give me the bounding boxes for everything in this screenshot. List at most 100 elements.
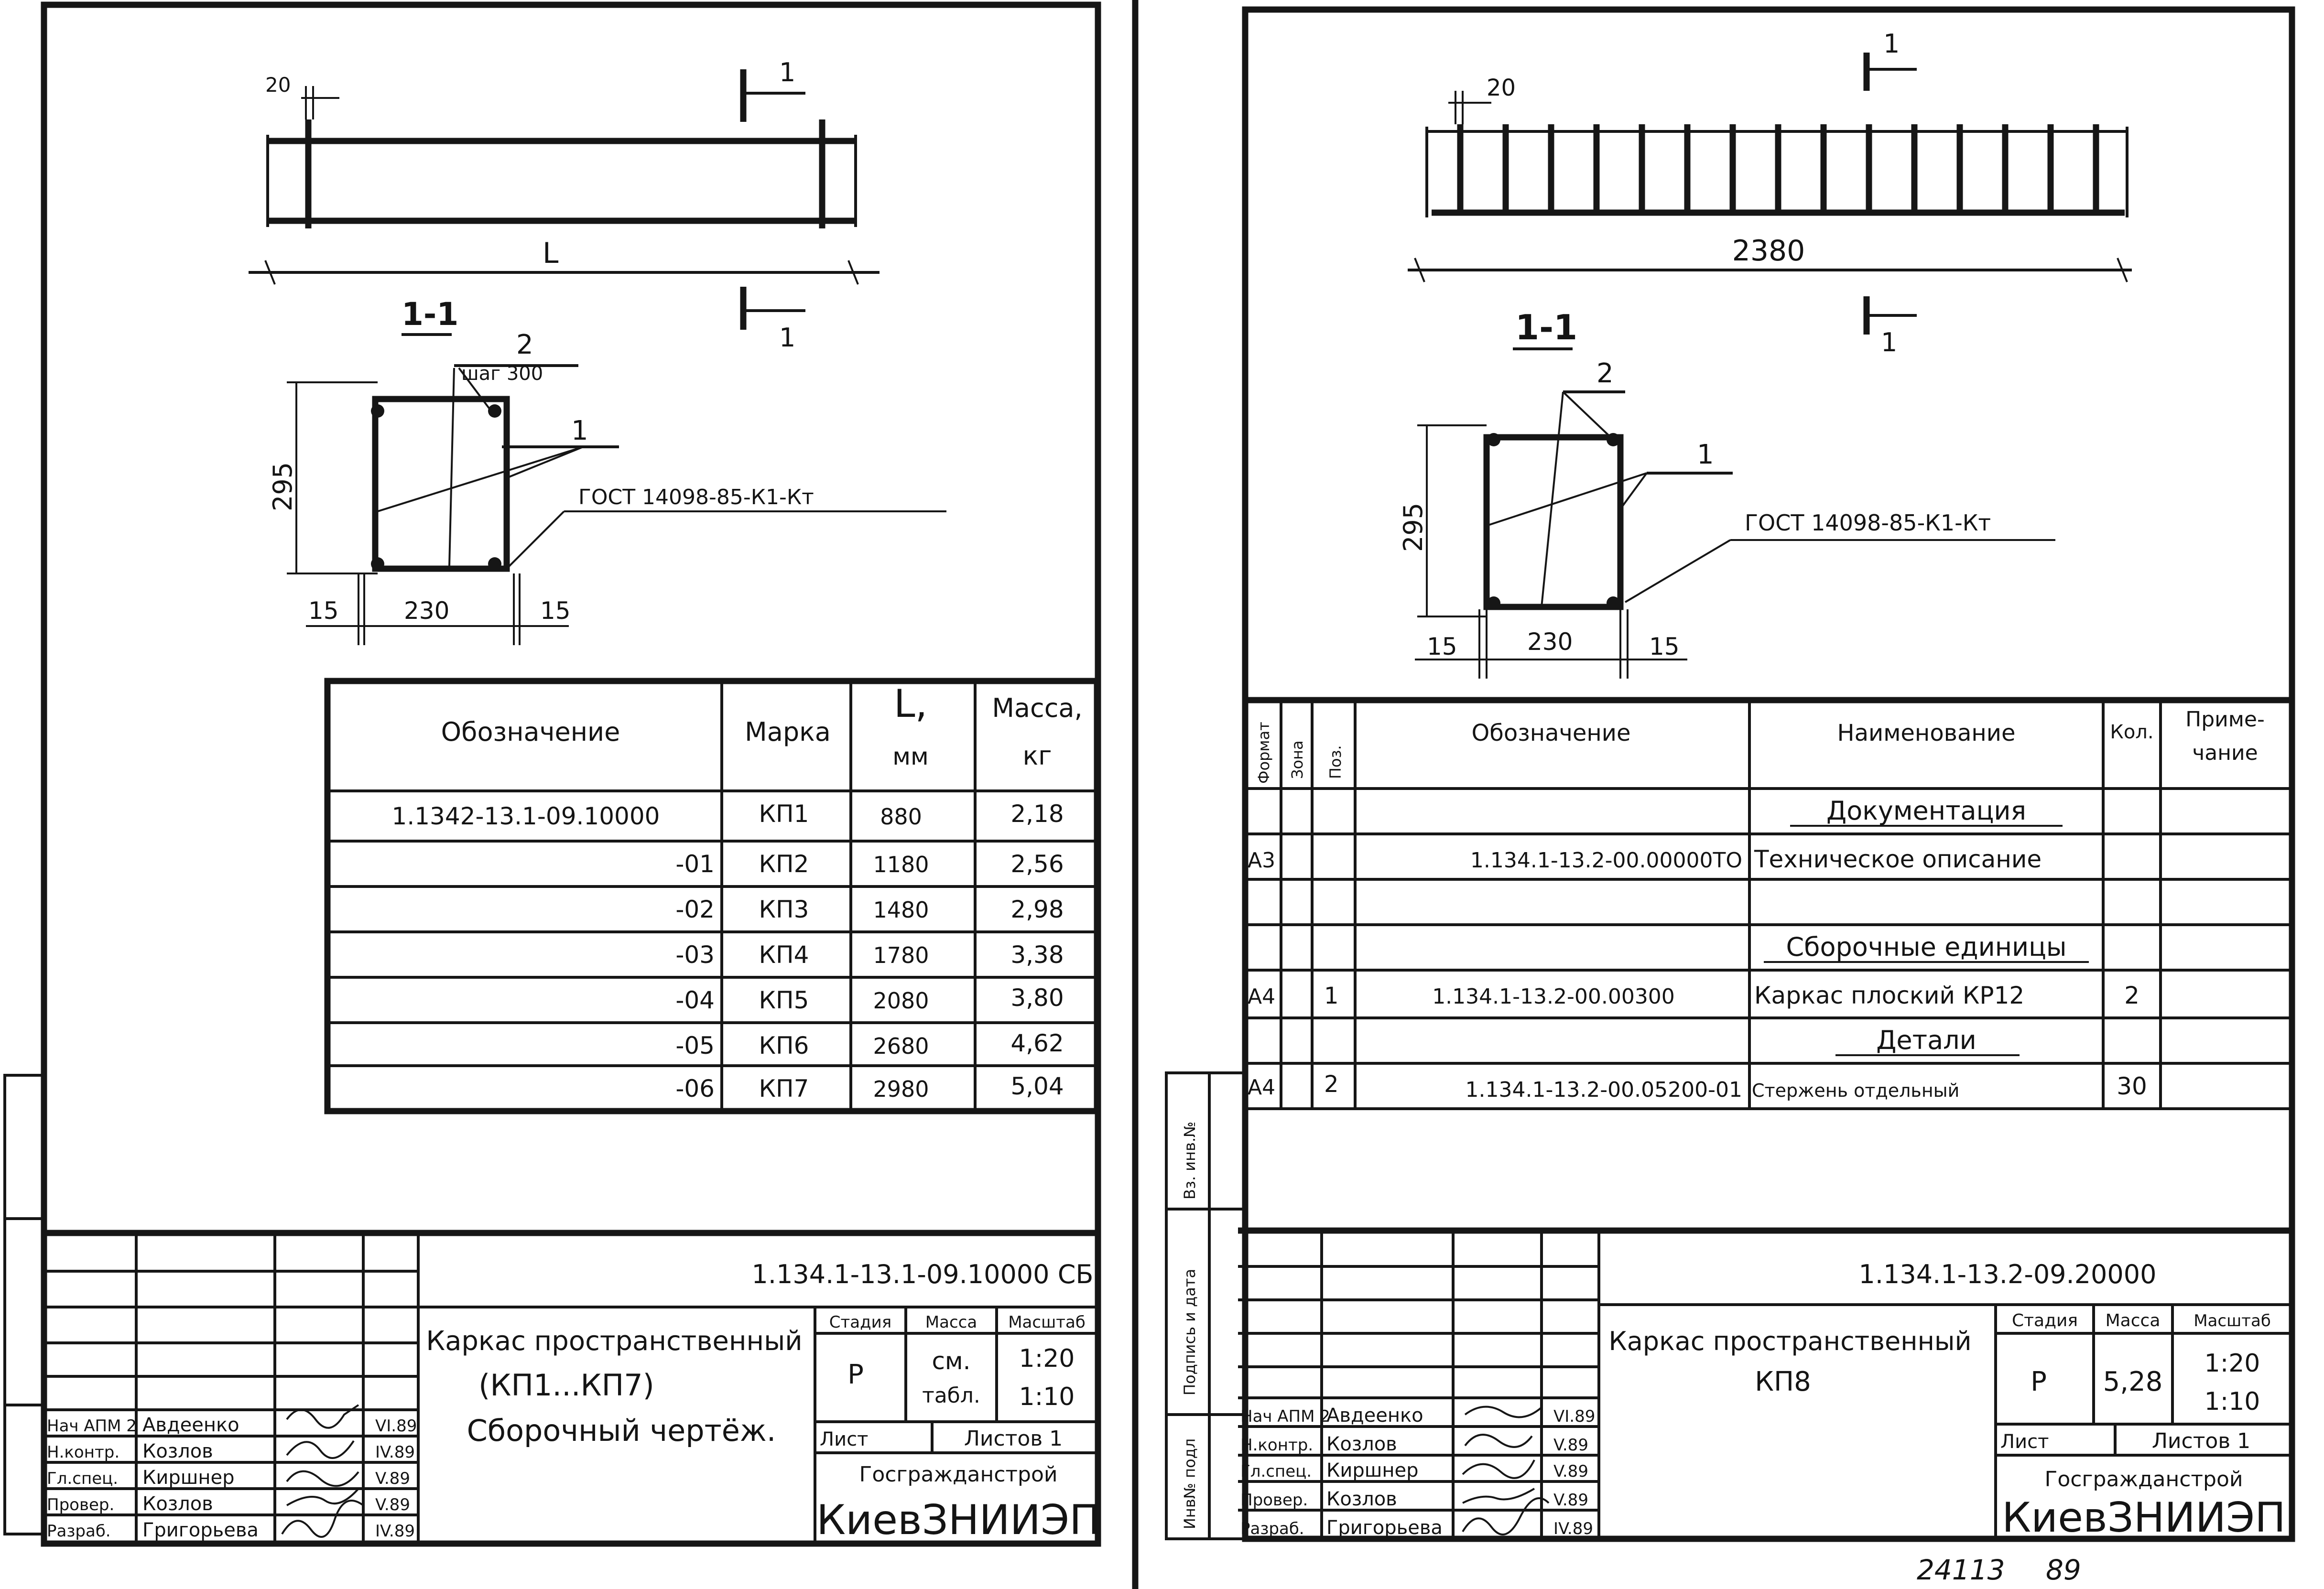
svg-text:Гл.спец.: Гл.спец. — [47, 1469, 118, 1488]
right-sheets-label: Листов 1 — [2152, 1429, 2250, 1453]
svg-text:А4: А4 — [1248, 1075, 1275, 1100]
svg-text:2,98: 2,98 — [1010, 896, 1064, 923]
svg-text:Документация: Документация — [1826, 796, 2026, 826]
left-side-r-dim: 15 — [540, 597, 571, 625]
footer-page-number: 89 — [2046, 1554, 2081, 1586]
right-pos2-label: 2 — [1596, 358, 1614, 389]
svg-text:Авдеенко: Авдеенко — [142, 1414, 239, 1436]
right-doc-title-2: КП8 — [1755, 1366, 1811, 1397]
left-section-mark-top: 1 — [779, 57, 795, 87]
svg-text:Григорьева: Григорьева — [142, 1519, 259, 1541]
right-side-strip — [1165, 1071, 1247, 1540]
right-spec-header-qty: Кол. — [2110, 721, 2153, 743]
right-side-inv-sub: Вз. инв.№ — [1181, 1122, 1199, 1200]
right-width-dim: 230 — [1527, 628, 1573, 656]
svg-text:5,04: 5,04 — [1010, 1072, 1064, 1100]
table-row: Н.контр. Козлов IV.89 — [47, 1440, 415, 1462]
svg-text:Нач АПМ 2: Нач АПМ 2 — [47, 1416, 137, 1436]
table-row: Н.контр. Козлов V.89 — [1240, 1433, 1588, 1455]
right-spec-header-note-2: чание — [2192, 741, 2258, 765]
right-side-inv-orig: Инв№ подл — [1181, 1438, 1199, 1529]
svg-text:-01: -01 — [675, 850, 715, 878]
svg-text:IV.89: IV.89 — [1553, 1519, 1593, 1538]
right-scale-value-1: 1:20 — [2205, 1349, 2260, 1378]
svg-text:1.1342-13.1-09.10000: 1.1342-13.1-09.10000 — [392, 802, 660, 830]
svg-text:КП3: КП3 — [759, 896, 809, 923]
table-row: Провер. Козлов V.89 — [1240, 1488, 1588, 1510]
svg-text:КП5: КП5 — [759, 986, 809, 1014]
svg-text:Детали: Детали — [1876, 1025, 1976, 1055]
table-row: Нач АПМ 2 Авдеенко VI.89 — [1240, 1405, 1595, 1427]
table-row: Документация — [1790, 796, 2063, 827]
svg-text:Разраб.: Разраб. — [1240, 1519, 1304, 1538]
table-row: А4 2 1.134.1-13.2-00.05200-01 Стержень о… — [1248, 1071, 2147, 1102]
svg-text:30: 30 — [2117, 1072, 2147, 1100]
right-side-sign-date: Подпись и дата — [1181, 1269, 1199, 1395]
svg-text:1180: 1180 — [873, 852, 929, 877]
svg-text:Козлов: Козлов — [1326, 1488, 1397, 1510]
left-doc-title-3: Сборочный чертёж. — [467, 1413, 776, 1448]
left-pos1-label: 1 — [571, 415, 588, 446]
right-spec-table: Формат Зона Поз. Обозначение Наименовани… — [1245, 697, 2292, 1110]
svg-text:Разраб.: Разраб. — [47, 1522, 111, 1541]
left-sheet-label: Лист — [820, 1428, 868, 1450]
svg-text:КП6: КП6 — [759, 1032, 809, 1059]
svg-text:1: 1 — [1324, 983, 1339, 1009]
svg-text:V.89: V.89 — [1553, 1436, 1588, 1455]
table-row: Гл.спец. Киршнер V.89 — [1240, 1459, 1588, 1481]
right-col-scale: Масштаб — [2194, 1311, 2271, 1330]
right-pos1-label: 1 — [1697, 439, 1714, 470]
svg-text:КП2: КП2 — [759, 850, 809, 878]
left-doc-title-2: (КП1...КП7) — [478, 1368, 654, 1403]
left-section-title: 1-1 — [402, 296, 458, 333]
left-org-institute: КиевЗНИИЭП — [816, 1496, 1100, 1544]
svg-text:2080: 2080 — [873, 988, 929, 1014]
svg-text:Авдеенко: Авдеенко — [1326, 1405, 1423, 1427]
svg-text:-03: -03 — [675, 941, 715, 969]
table-row: А4 1 1.134.1-13.2-00.00300 Каркас плоски… — [1248, 982, 2139, 1009]
left-doc-title-1: Каркас пространственный — [426, 1326, 802, 1357]
left-scale-value-2: 1:10 — [1019, 1383, 1075, 1411]
right-spec-header-format: Формат — [1255, 722, 1273, 784]
table-row: Гл.спец. Киршнер V.89 — [47, 1467, 410, 1489]
right-gost-label: ГОСТ 14098-85-К1-Кт — [1745, 510, 1991, 536]
svg-text:КП4: КП4 — [759, 941, 809, 969]
svg-text:1780: 1780 — [873, 942, 929, 968]
left-pos2-label: 2 — [516, 329, 533, 360]
left-step-label: шаг 300 — [461, 363, 543, 385]
svg-text:-05: -05 — [675, 1032, 715, 1059]
table-row: Разраб. Григорьева IV.89 — [1240, 1517, 1593, 1539]
svg-text:Козлов: Козлов — [1326, 1433, 1397, 1455]
left-section-mark-bottom: 1 — [779, 323, 795, 353]
right-section-mark-bottom: 1 — [1881, 327, 1897, 357]
right-col-mass: Масса — [2106, 1311, 2161, 1330]
table-row: Разраб. Григорьева IV.89 — [47, 1519, 415, 1541]
svg-text:Гл.спец.: Гл.спец. — [1240, 1462, 1312, 1481]
svg-text:2: 2 — [1324, 1071, 1339, 1098]
svg-text:2680: 2680 — [873, 1033, 929, 1059]
svg-text:Н.контр.: Н.контр. — [47, 1443, 119, 1462]
svg-text:2,18: 2,18 — [1010, 800, 1064, 828]
left-spec-header-length-unit: мм — [892, 743, 928, 770]
right-org-name: Госгражданстрой — [2044, 1467, 2243, 1492]
svg-text:IV.89: IV.89 — [375, 1443, 415, 1462]
svg-text:Стержень отдельный: Стержень отдельный — [1752, 1080, 1959, 1101]
left-section-view: 1-1 2 шаг 300 1 ГОСТ 14098-85-К1-Кт 295 — [268, 296, 946, 645]
svg-text:VI.89: VI.89 — [1553, 1407, 1595, 1426]
right-plan-cover-dim: 20 — [1487, 75, 1516, 101]
left-spec-table: Обозначение Марка L, мм Масса, кг 1.1342… — [324, 678, 1100, 1114]
svg-text:3,80: 3,80 — [1010, 984, 1064, 1012]
right-doc-code: 1.134.1-13.2-09.20000 — [1859, 1259, 2157, 1289]
table-row: -05 КП6 2680 4,62 — [675, 1029, 1064, 1059]
left-sheets-label: Листов 1 — [964, 1427, 1063, 1451]
right-doc-title-1: Каркас пространственный — [1608, 1326, 1971, 1356]
svg-text:1.134.1-13.2-00.00300: 1.134.1-13.2-00.00300 — [1432, 984, 1675, 1009]
right-spec-header-note-1: Приме- — [2185, 707, 2265, 732]
svg-text:Сборочные единицы: Сборочные единицы — [1786, 932, 2066, 962]
right-stage-value: Р — [2031, 1366, 2047, 1397]
svg-text:V.89: V.89 — [375, 1495, 410, 1514]
right-spec-header-name: Наименование — [1837, 720, 2015, 746]
right-section-mark-top: 1 — [1883, 29, 1900, 59]
right-spec-header-zone: Зона — [1288, 740, 1306, 779]
table-row: Нач АПМ 2 Авдеенко VI.89 — [47, 1414, 417, 1436]
